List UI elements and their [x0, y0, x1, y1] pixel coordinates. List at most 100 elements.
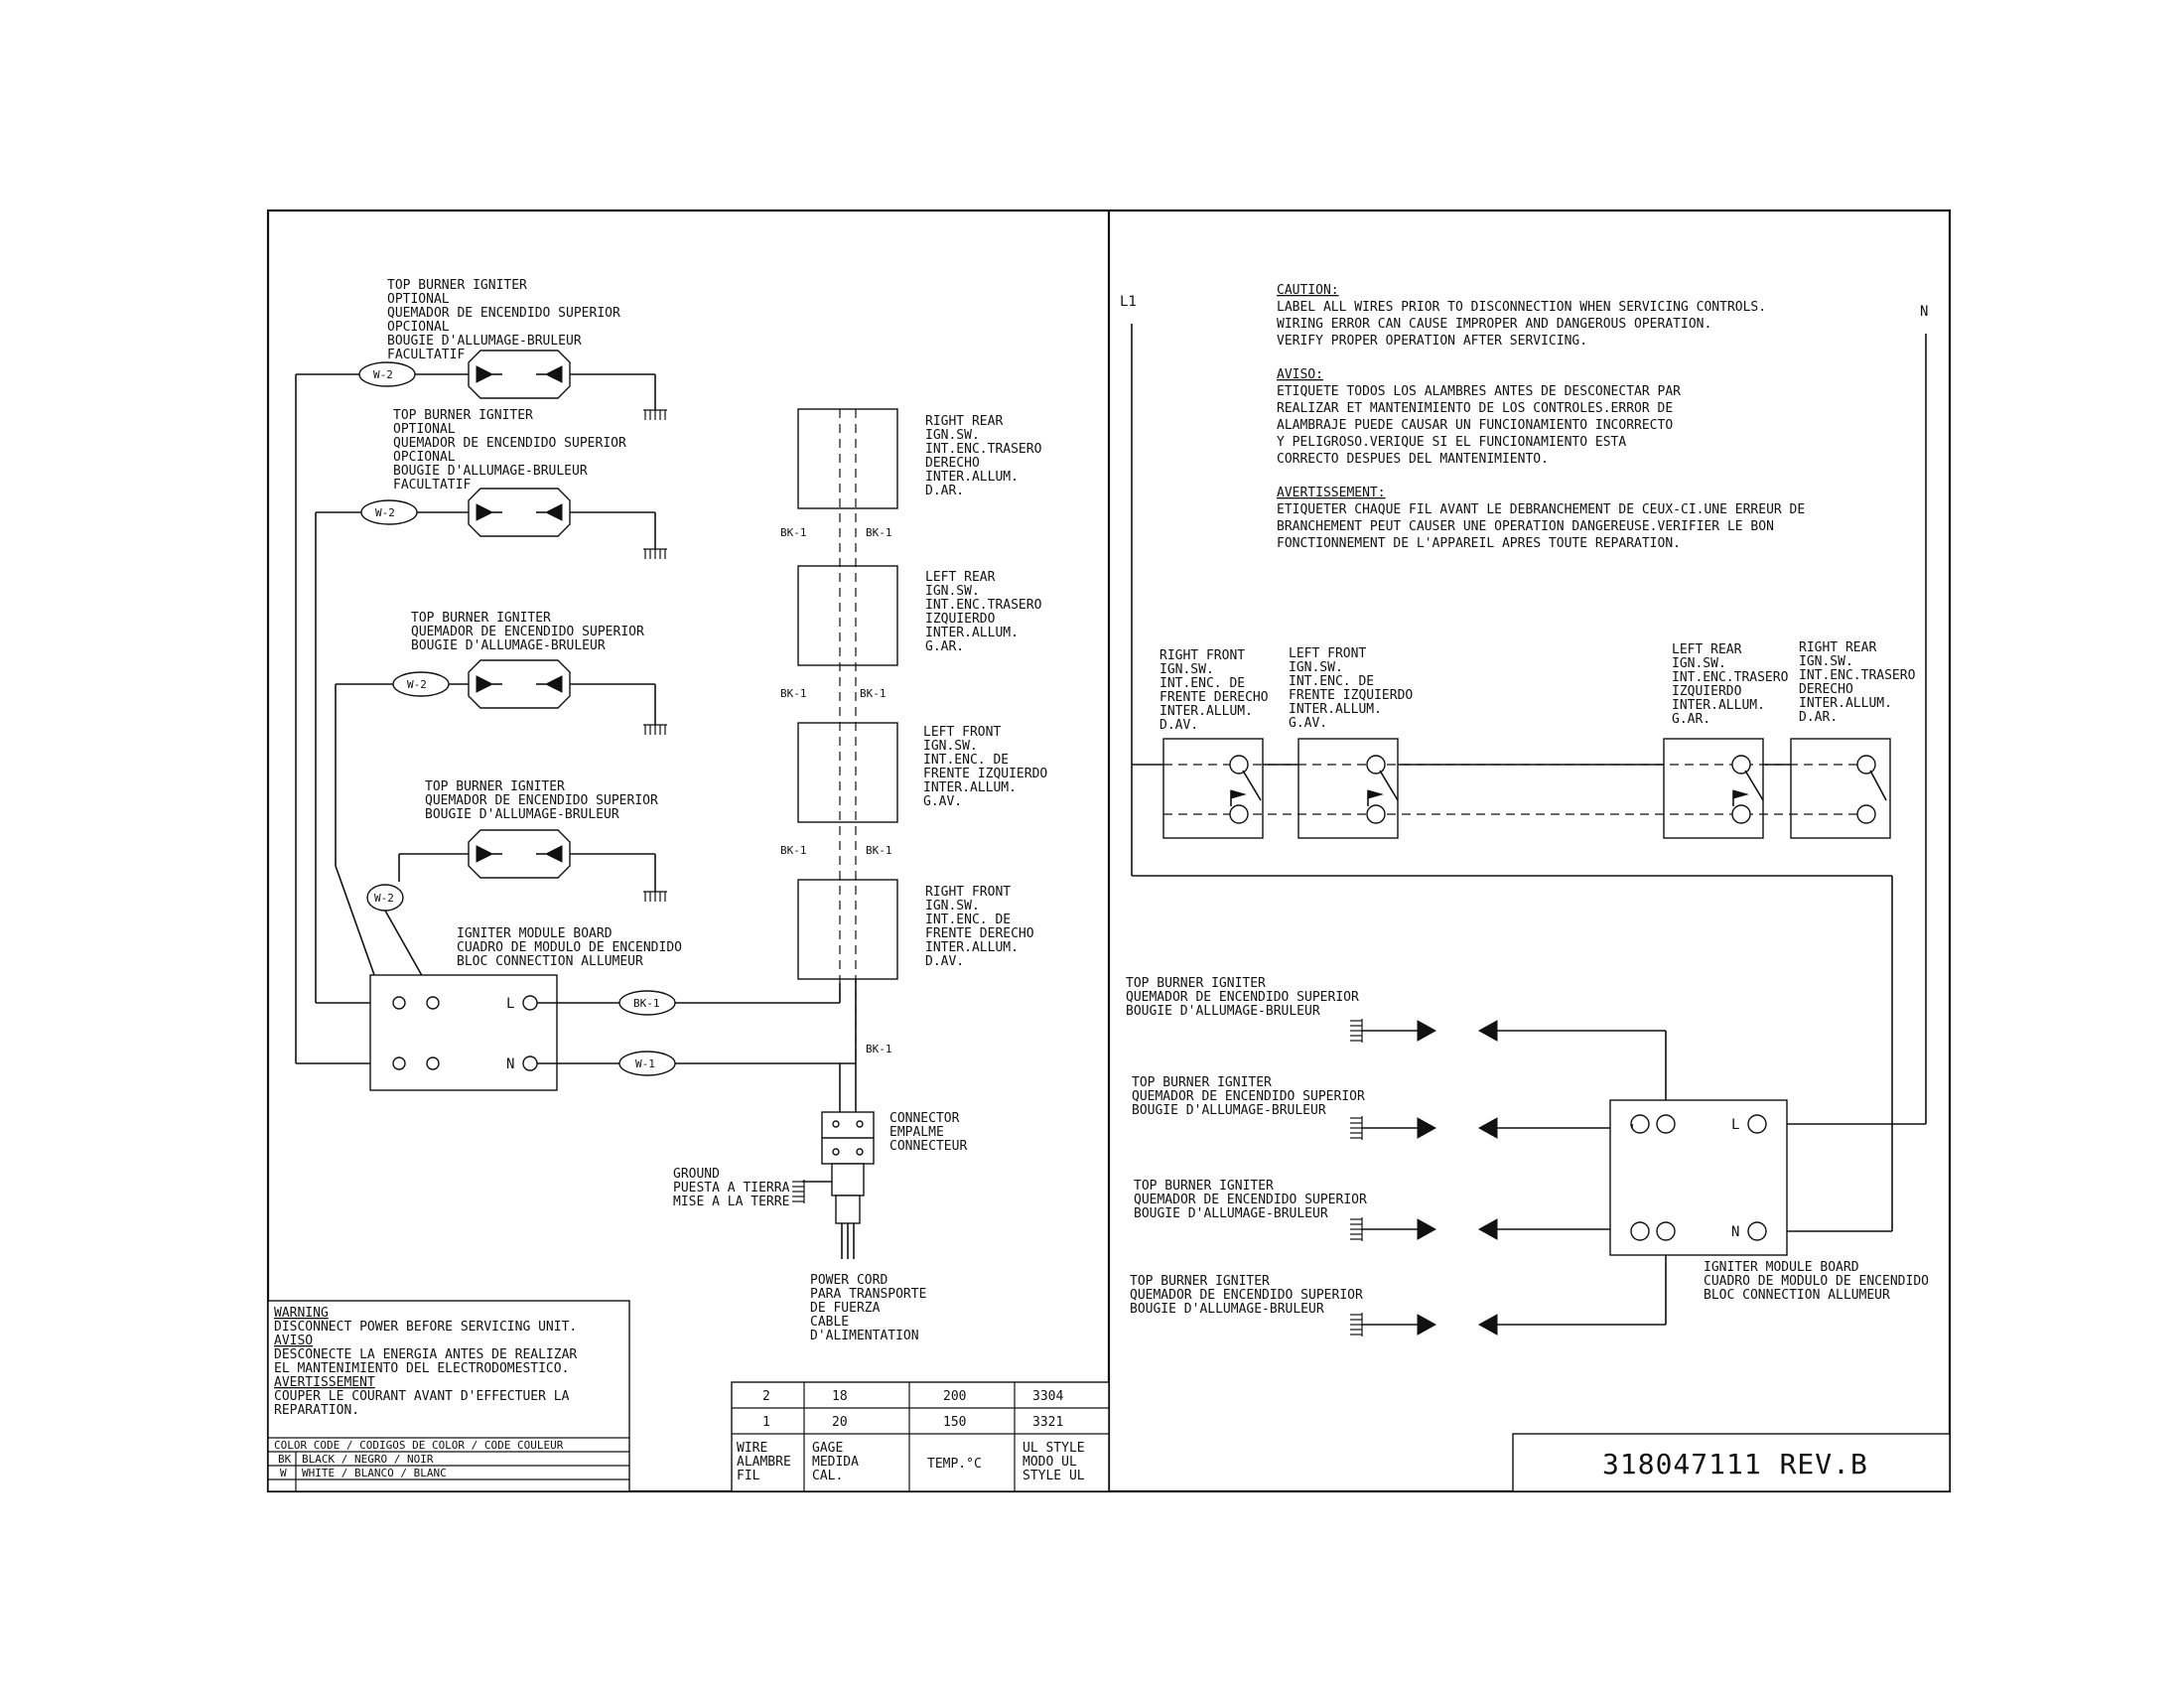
- label-line: IGN.SW.: [925, 428, 980, 443]
- switch-rf-box: [797, 879, 898, 980]
- table-cell: 200: [943, 1389, 966, 1404]
- label-line: BOUGIE D'ALLUMAGE-BRULEUR: [1132, 1103, 1326, 1118]
- module-board-label: IGNITER MODULE BOARD CUADRO DE MODULO DE…: [1704, 1260, 1937, 1303]
- right-igniter-4: TOP BURNER IGNITER QUEMADOR DE ENCENDIDO…: [1130, 1231, 1667, 1337]
- label-line: FIL: [737, 1469, 760, 1483]
- switch-rr-box: [1790, 738, 1891, 839]
- ground-icon: [1349, 1312, 1363, 1337]
- label-line: DERECHO: [1799, 682, 1853, 697]
- label-line: ALAMBRE: [737, 1455, 791, 1470]
- right-igniter-1: TOP BURNER IGNITER QUEMADOR DE ENCENDIDO…: [1126, 976, 1667, 1124]
- label-line: DE FUERZA: [810, 1301, 881, 1316]
- module-board-box: [369, 974, 558, 1091]
- igniter-symbol: [468, 659, 571, 709]
- label-line: TOP BURNER IGNITER: [1132, 1075, 1272, 1090]
- plug-cap: [835, 1195, 861, 1224]
- igniter-label: TOP BURNER IGNITER QUEMADOR DE ENCENDIDO…: [1132, 1075, 1373, 1118]
- pin: [856, 1148, 864, 1156]
- switch-contacts-rr: [1856, 755, 1887, 824]
- bk-label: BK-1: [866, 1043, 892, 1055]
- label-line: BOUGIE D'ALLUMAGE-BRULEUR: [411, 638, 606, 653]
- wire-tag-label: W-2: [407, 678, 427, 691]
- label-line: D.AR.: [925, 484, 964, 498]
- label-line: OPTIONAL: [387, 292, 450, 307]
- wire-tag-label: W-2: [375, 506, 395, 519]
- terminal-n: [522, 1055, 538, 1071]
- terminal: [426, 1056, 440, 1070]
- label-line: IZQUIERDO: [925, 612, 996, 627]
- label-line: INTER.ALLUM.: [925, 940, 1019, 955]
- arrow-left-icon: [544, 845, 563, 863]
- label-line: QUEMADOR DE ENCENDIDO SUPERIOR: [1126, 990, 1359, 1005]
- label-line: IGN.SW.: [1799, 654, 1853, 669]
- label-line: CABLE: [810, 1315, 849, 1330]
- label-line: QUEMADOR DE ENCENDIDO SUPERIOR: [393, 436, 626, 451]
- right-switch-row: [1162, 738, 1891, 839]
- arrow-right-icon: [1417, 1218, 1437, 1240]
- label-line: RIGHT FRONT: [1160, 648, 1245, 663]
- label-line: LABEL ALL WIRES PRIOR TO DISCONNECTION W…: [1277, 300, 1766, 315]
- label-line: DISCONNECT POWER BEFORE SERVICING UNIT.: [274, 1320, 577, 1335]
- label-line: OPCIONAL: [387, 320, 450, 335]
- bk-label: BK-1: [780, 687, 807, 700]
- switch-lr-box: [1663, 738, 1764, 839]
- switch-contacts-lf: [1366, 755, 1399, 824]
- label-line: BLOC CONNECTION ALLUMEUR: [457, 954, 643, 969]
- ground-icon: [1349, 1018, 1363, 1044]
- label-line: MODO UL: [1023, 1455, 1077, 1470]
- table-cell: 2: [762, 1389, 770, 1404]
- table-cell: 18: [832, 1389, 848, 1404]
- color-desc: WHITE / BLANCO / BLANC: [302, 1467, 447, 1479]
- label-line: INT.ENC.TRASERO: [1799, 668, 1916, 683]
- terminal: [426, 996, 440, 1010]
- label-line: ETIQUETE TODOS LOS ALAMBRES ANTES DE DES…: [1277, 384, 1681, 399]
- wire-table: 2 18 200 3304 1 20 150 3321 WIRE ALAMBRE…: [731, 1381, 1110, 1492]
- label-line: LEFT REAR: [925, 570, 996, 585]
- switch-lf-label: LEFT FRONT IGN.SW. INT.ENC. DE FRENTE IZ…: [923, 725, 1055, 809]
- label-line: REALIZAR ET MANTENIMIENTO DE LOS CONTROL…: [1277, 401, 1673, 416]
- table-header: UL STYLE MODO UL STYLE UL: [1023, 1441, 1092, 1483]
- caution-block: CAUTION: LABEL ALL WIRES PRIOR TO DISCON…: [1277, 283, 1805, 551]
- label-line: DERECHO: [925, 456, 980, 471]
- label-line: INTER.ALLUM.: [923, 780, 1017, 795]
- label-line: IGN.SW.: [1289, 660, 1343, 675]
- label-line: EMPALME: [889, 1125, 944, 1140]
- table-cell: 3321: [1032, 1415, 1063, 1430]
- label-line: IGN.SW.: [923, 739, 978, 754]
- label-line: OPTIONAL: [393, 422, 456, 437]
- label-line: INTER.ALLUM.: [1289, 702, 1382, 717]
- switch-rr-label: RIGHT REAR IGN.SW. INT.ENC.TRASERO DEREC…: [1799, 640, 1923, 725]
- arrow-left-icon: [1477, 1020, 1498, 1042]
- label-line: G.AV.: [1289, 716, 1327, 731]
- switch-lf-box: [797, 722, 898, 823]
- label-line: GAGE: [812, 1441, 843, 1456]
- bk-label: BK-1: [780, 526, 807, 539]
- wire-tag-label: W-2: [374, 892, 394, 905]
- terminal: [1656, 1114, 1676, 1134]
- bk-label: BK-1: [866, 844, 892, 857]
- connector: CONNECTOR EMPALME CONNECTEUR GROUND PUES…: [673, 1111, 967, 1343]
- arrow-right-icon: [1417, 1117, 1437, 1139]
- label-line: LEFT FRONT: [1289, 646, 1366, 661]
- label-line: OPCIONAL: [393, 450, 456, 465]
- label-line: INTER.ALLUM.: [925, 470, 1019, 485]
- label-line: D.AR.: [1799, 710, 1838, 725]
- arrow-right-icon: [476, 503, 494, 521]
- aviso-block: AVISO: ETIQUETE TODOS LOS ALAMBRES ANTES…: [1277, 367, 1689, 467]
- warning-box: WARNING DISCONNECT POWER BEFORE SERVICIN…: [267, 1300, 630, 1492]
- switch-contacts-lr: [1731, 755, 1764, 824]
- label-line: BOUGIE D'ALLUMAGE-BRULEUR: [387, 334, 582, 349]
- wire-table-frame: [731, 1381, 1110, 1492]
- label-line: LEFT FRONT: [923, 725, 1001, 740]
- label-line: INTER.ALLUM.: [1160, 704, 1253, 719]
- label-line: QUEMADOR DE ENCENDIDO SUPERIOR: [1134, 1193, 1367, 1207]
- igniter-label: TOP BURNER IGNITER OPTIONAL QUEMADOR DE …: [387, 278, 628, 362]
- label-line: VERIFY PROPER OPERATION AFTER SERVICING.: [1277, 334, 1587, 349]
- label-line: CAL.: [812, 1469, 843, 1483]
- label-line: INT.ENC.TRASERO: [925, 598, 1042, 613]
- switch-lf-box: [1297, 738, 1399, 839]
- arrow-left-icon: [544, 675, 563, 693]
- label-line: REPARATION.: [274, 1403, 359, 1418]
- label-line: INT.ENC. DE: [1160, 676, 1245, 691]
- label-line: INTER.ALLUM.: [1799, 696, 1892, 711]
